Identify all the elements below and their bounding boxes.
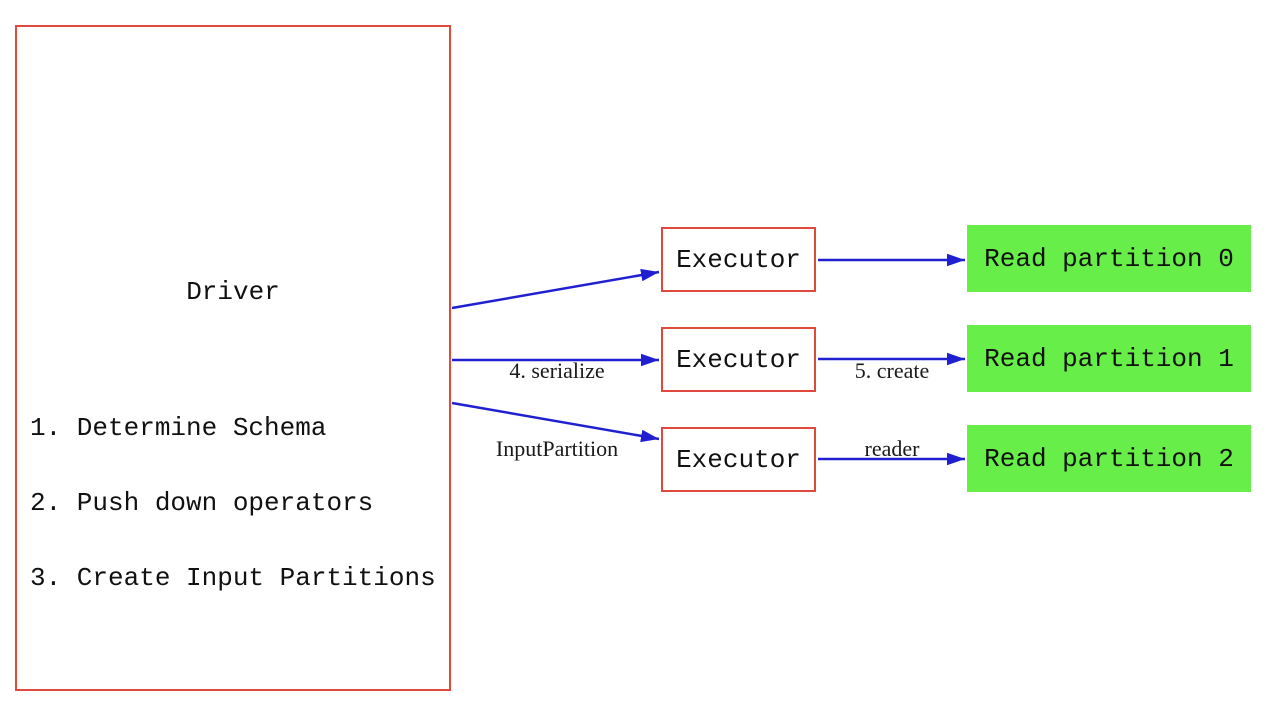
edge-label-create-reader-line2: reader	[864, 436, 920, 461]
driver-step-1: 1. Determine Schema	[30, 413, 327, 443]
partition-box-1: Read partition 1	[967, 325, 1251, 392]
partition-box-2: Read partition 2	[967, 425, 1251, 492]
edge-label-serialize-line1: 4. serialize	[509, 358, 605, 383]
edge-label-serialize-line2: InputPartition	[495, 436, 619, 461]
executor-box-0: Executor	[661, 227, 816, 292]
edge-label-create-reader-line1: 5. create	[854, 358, 930, 383]
driver-steps-list: 1. Determine Schema 2. Push down operato…	[30, 366, 436, 641]
driver-title: Driver	[186, 277, 280, 307]
driver-step-2: 2. Push down operators	[30, 488, 374, 518]
driver-step-3: 3. Create Input Partitions	[30, 563, 436, 593]
executor-box-2: Executor	[661, 427, 816, 492]
arrow-edge-0	[451, 268, 660, 310]
partition-box-0: Read partition 0	[967, 225, 1251, 292]
driver-box	[15, 25, 451, 691]
edge-label-create-reader: 5. create reader	[792, 306, 992, 514]
executor-box-1: Executor	[661, 327, 816, 392]
edge-label-serialize: 4. serialize InputPartition	[447, 306, 667, 514]
